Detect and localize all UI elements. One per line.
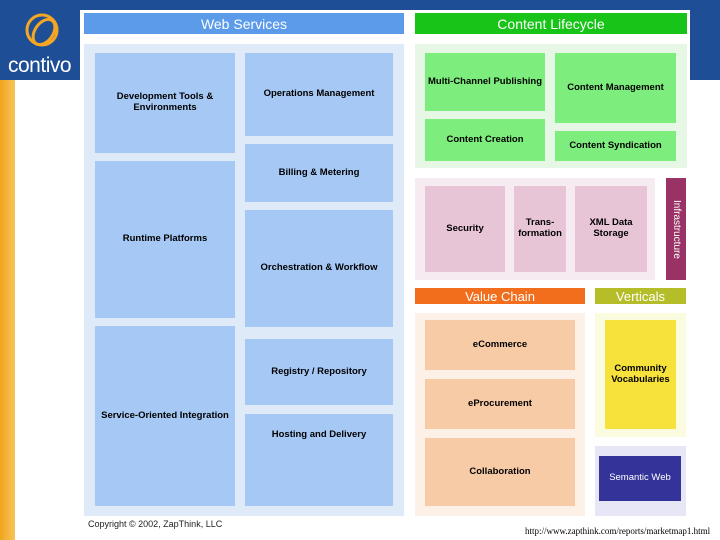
copyright-text: Copyright © 2002, ZapThink, LLC — [88, 519, 223, 529]
development-tools-box: Development Tools & Environments — [95, 53, 235, 153]
logo-text: contivo — [8, 54, 72, 77]
web-services-header: Web Services — [84, 13, 404, 34]
hosting-delivery-box: Hosting and Delivery — [245, 414, 393, 506]
market-map-diagram: Web Services Development Tools & Environ… — [80, 10, 690, 535]
runtime-platforms-box: Runtime Platforms — [95, 161, 235, 318]
registry-repository-box: Registry / Repository — [245, 339, 393, 405]
security-box: Security — [425, 186, 505, 272]
transformation-box: Trans-formation — [514, 186, 566, 272]
collaboration-box: Collaboration — [425, 438, 575, 506]
content-lifecycle-header: Content Lifecycle — [415, 13, 687, 34]
community-vocabularies-box: Community Vocabularies — [605, 320, 676, 429]
logo: contivo — [0, 0, 80, 80]
billing-metering-box: Billing & Metering — [245, 144, 393, 202]
infrastructure-label: Infrastructure — [666, 178, 686, 280]
infrastructure-label-text: Infrastructure — [670, 199, 682, 259]
content-creation-box: Content Creation — [425, 119, 545, 161]
source-url: http://www.zapthink.com/reports/marketma… — [525, 526, 711, 536]
accent-bar — [0, 80, 15, 540]
ecommerce-box: eCommerce — [425, 320, 575, 370]
content-management-box: Content Management — [555, 53, 676, 123]
service-oriented-integration-box: Service-Oriented Integration — [95, 326, 235, 506]
orchestration-workflow-box: Orchestration & Workflow — [245, 210, 393, 327]
logo-rings-icon — [25, 13, 59, 47]
eprocurement-box: eProcurement — [425, 379, 575, 429]
content-syndication-box: Content Syndication — [555, 131, 676, 161]
value-chain-header: Value Chain — [415, 288, 585, 304]
xml-data-storage-box: XML Data Storage — [575, 186, 647, 272]
operations-management-box: Operations Management — [245, 53, 393, 136]
verticals-header: Verticals — [595, 288, 686, 304]
multi-channel-publishing-box: Multi-Channel Publishing — [425, 53, 545, 111]
semantic-web-box: Semantic Web — [599, 456, 681, 501]
